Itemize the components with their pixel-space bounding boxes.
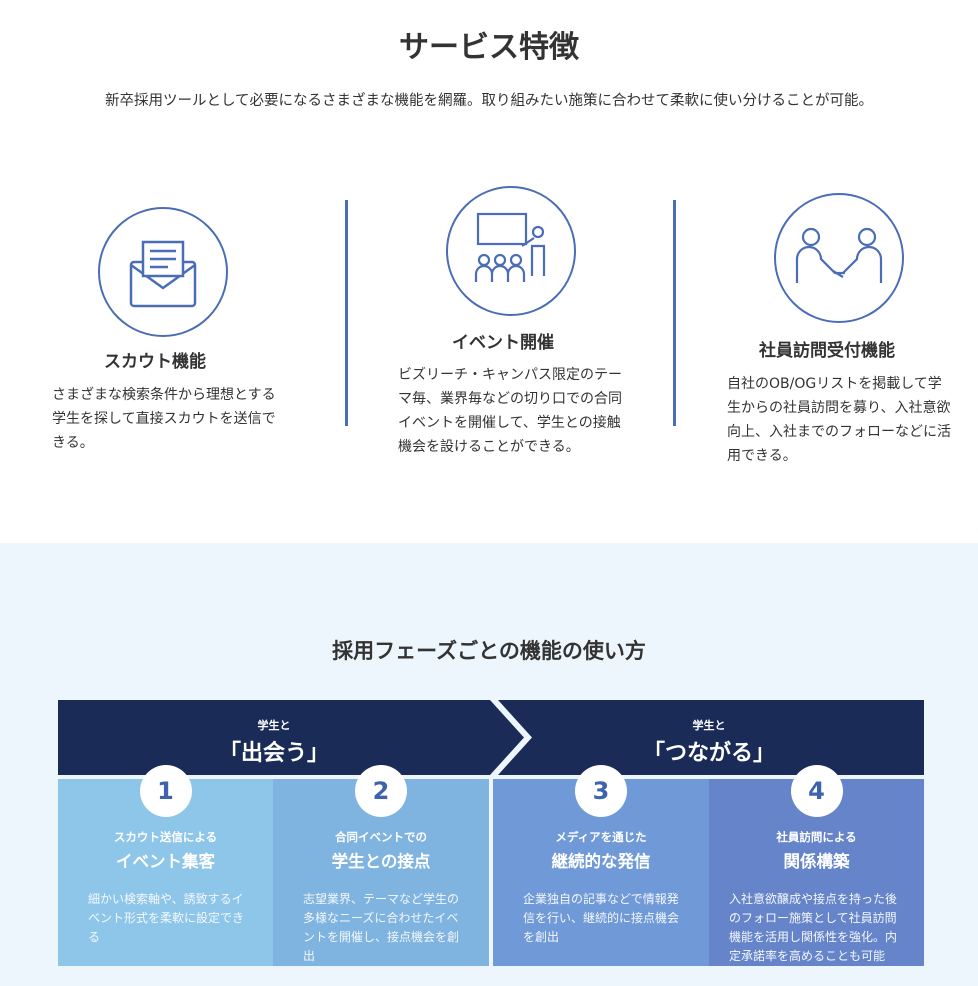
- step-card: 4 社員訪問による 関係構築 入社意欲醸成や接点を持った後のフォロー施策として社…: [709, 765, 924, 966]
- step-title: 継続的な発信: [551, 852, 651, 871]
- step-desc: 企業独自の記事などで情報発信を行い、継続的に接点機会を創出: [523, 892, 680, 944]
- envelope-icon: [98, 207, 228, 337]
- step-number: 3: [575, 765, 627, 817]
- step-small: スカウト送信による: [113, 830, 218, 844]
- divider: [345, 200, 348, 426]
- feature-desc: ビズリーチ・キャンパス限定のテーマ毎、業界毎などの切り口での合同イベントを開催し…: [398, 367, 622, 455]
- step-desc: 入社意欲醸成や接点を持った後のフォロー施策として社員訪問機能を活用し関係性を強化…: [729, 892, 898, 963]
- phase-connect: 学生と 「つながる」: [494, 700, 924, 775]
- feature-title: イベント開催: [452, 333, 554, 353]
- step-title: イベント集客: [116, 852, 215, 871]
- phase-large: 「つながる」: [642, 741, 775, 766]
- step-small: 合同イベントでの: [335, 830, 427, 844]
- step-desc: 細かい検索軸や、誘致するイベント形式を柔軟に設定できる: [88, 892, 245, 944]
- step-title: 関係構築: [783, 852, 850, 871]
- page-subtitle: 新卒採用ツールとして必要になるさまざまな機能を網羅。取り組みたい施策に合わせて柔…: [104, 93, 874, 109]
- step-title: 学生との接点: [331, 852, 431, 871]
- phase-small: 学生と: [692, 719, 726, 732]
- step-small: メディアを通じた: [555, 830, 647, 844]
- feature-desc: 自社のOB/OGリストを掲載して学生からの社員訪問を募り、入社意欲向上、入社まで…: [727, 376, 951, 464]
- step-desc: 志望業界、テーマなど学生の多様なニーズに合わせたイベントを開催し、接点機会を創出: [303, 892, 460, 963]
- phase-small: 学生と: [257, 719, 291, 732]
- page-title: サービス特徴: [399, 30, 579, 65]
- step-card: 3 メディアを通じた 継続的な発信 企業独自の記事などで情報発信を行い、継続的に…: [493, 765, 709, 966]
- step-small: 社員訪問による: [776, 830, 857, 844]
- feature-title: スカウト機能: [104, 352, 206, 372]
- presentation-icon: [446, 186, 576, 316]
- step-number: 2: [355, 765, 407, 817]
- handshake-icon: [774, 193, 904, 323]
- feature-desc: さまざまな検索条件から理想とする学生を探して直接スカウトを送信できる。: [52, 387, 276, 451]
- feature-title: 社員訪問受付機能: [759, 341, 895, 361]
- step-number: 4: [790, 765, 843, 817]
- divider: [673, 200, 676, 426]
- phase-large: 「出会う」: [218, 741, 329, 766]
- step-number: 1: [139, 765, 192, 817]
- phase-banner: [58, 700, 924, 775]
- step-card: 1 スカウト送信による イベント集客 細かい検索軸や、誘致するイベント形式を柔軟…: [58, 765, 273, 966]
- phase-meet: 学生と 「出会う」: [58, 700, 490, 775]
- section-heading: 採用フェーズごとの機能の使い方: [332, 639, 646, 663]
- step-card: 2 合同イベントでの 学生との接点 志望業界、テーマなど学生の多様なニーズに合わ…: [273, 765, 489, 966]
